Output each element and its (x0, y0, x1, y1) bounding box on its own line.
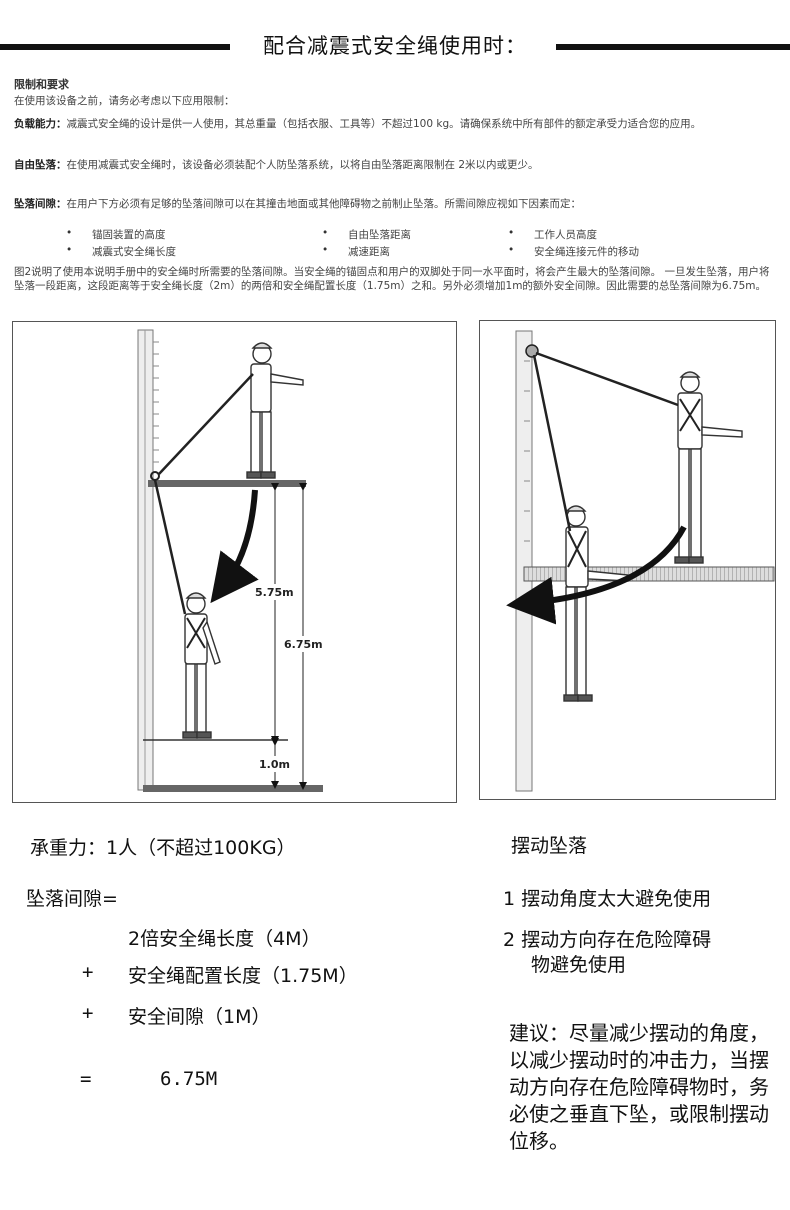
intro-lead: 在使用该设备之前，请务必考虑以下应用限制： (14, 95, 235, 107)
swing-fall-illustration (506, 330, 775, 792)
clearance-paragraph: 坠落间隙：在用户下方必须有足够的坠落间隙可以在其撞击地面或其他障碍物之前制止坠落… (14, 197, 784, 212)
factor-item: 减震式安全绳长度 (66, 244, 176, 259)
free-fall-paragraph: 自由坠落：在使用减震式安全绳时，该设备必须装配个人防坠落系统，以将自由坠落距离限… (14, 158, 784, 173)
clearance-text: 在用户下方必须有足够的坠落间隙可以在其撞击地面或其他障碍物之前制止坠落。所需间隙… (66, 198, 582, 210)
factor-item: 安全绳连接元件的移动 (508, 244, 639, 259)
dimension-label: 6.75m (284, 638, 323, 651)
swing-item-2: 2 摆动方向存在危险障碍 (503, 929, 712, 951)
plus-sign: + (82, 1002, 94, 1024)
clearance-title: 坠落间隙= (26, 888, 118, 910)
clearance-label: 坠落间隙： (14, 198, 67, 210)
figure-swing-fall (479, 320, 776, 800)
clearance-line-2: 安全绳配置长度（1.75M） (128, 965, 358, 987)
header-rule-left (0, 44, 230, 50)
clearance-line-3: 安全间隙（1M） (128, 1006, 271, 1028)
page-title: 配合减震式安全绳使用时： (263, 34, 527, 58)
load-text: 减震式安全绳的设计是供一人使用，其总重量（包括衣服、工具等）不超过100 kg。… (66, 118, 702, 130)
factor-item: 自由坠落距离 (322, 227, 411, 242)
section-title: 限制和要求 (14, 78, 69, 91)
suggestion-text: 建议：尽量减少摆动的角度，以减少摆动时的冲击力，当摆动方向存在危险障碍物时，务必… (509, 1021, 769, 1153)
factor-item: 锚固装置的高度 (66, 227, 165, 242)
load-label: 负载能力： (14, 118, 67, 130)
clearance-line-1: 2倍安全绳长度（4M） (128, 928, 321, 950)
figure-vertical-fall: 5.75m 6.75m 1.0m (12, 321, 457, 803)
plus-sign: + (82, 961, 94, 983)
swing-fall-title: 摆动坠落 (511, 835, 588, 857)
dimension-label: 1.0m (259, 758, 290, 771)
free-fall-text: 在使用减震式安全绳时，该设备必须装配个人防坠落系统，以将自由坠落距离限制在 2米… (66, 159, 539, 171)
swing-item-2-cont: 物避免使用 (531, 954, 627, 976)
factor-item: 减速距离 (322, 244, 390, 259)
factor-item: 工作人员高度 (508, 227, 597, 242)
clearance-total: 6.75M (160, 1068, 218, 1090)
equals-sign: = (80, 1068, 92, 1090)
load-paragraph: 负载能力：减震式安全绳的设计是供一人使用，其总重量（包括衣服、工具等）不超过10… (14, 117, 784, 132)
free-fall-label: 自由坠落： (14, 159, 67, 171)
dimension-label: 5.75m (255, 586, 294, 599)
header-rule-right (556, 44, 790, 50)
swing-item-1: 1 摆动角度太大避免使用 (503, 888, 712, 910)
figure-note: 图2说明了使用本说明手册中的安全绳时所需要的坠落间隙。当安全绳的锚固点和用户的双… (14, 266, 770, 292)
load-capacity: 承重力：1人（不超过100KG） (30, 837, 296, 859)
vertical-fall-illustration (137, 329, 329, 792)
